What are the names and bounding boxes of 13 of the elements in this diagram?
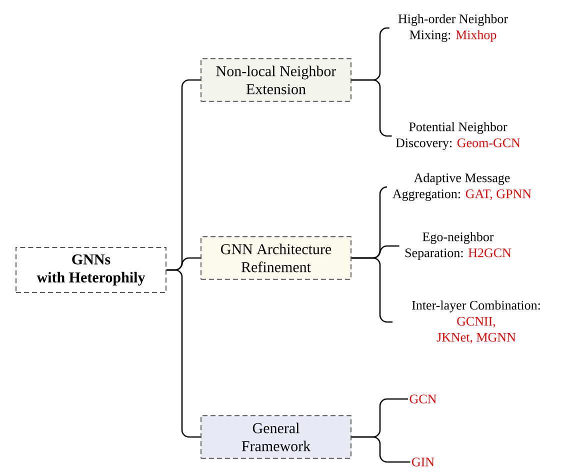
branch-label: Inter-layer Combination: GCNII, JKNet, MGNN: [412, 300, 540, 344]
bracket-line: [166, 269, 201, 438]
branch-label: Ego-neighbor Separation: H2GCN: [405, 232, 512, 260]
root-box: GNNs with Heterophily: [16, 246, 166, 294]
branch-label: High-order Neighbor Mixing: Mixhop: [398, 14, 508, 42]
branch-label: Adaptive Message Aggregation: GAT, GPNN: [392, 173, 532, 201]
category-box: GNN Architecture Refinement: [200, 236, 352, 280]
category-box: Non-local Neighbor Extension: [200, 58, 352, 102]
category-box: General Framework: [200, 415, 352, 459]
bracket-line: [351, 436, 410, 463]
branch-label: GIN: [412, 458, 434, 466]
branch-label: GCN: [410, 394, 436, 404]
branch-label: Potential Neighbor Discovery: Geom-GCN: [396, 122, 520, 150]
